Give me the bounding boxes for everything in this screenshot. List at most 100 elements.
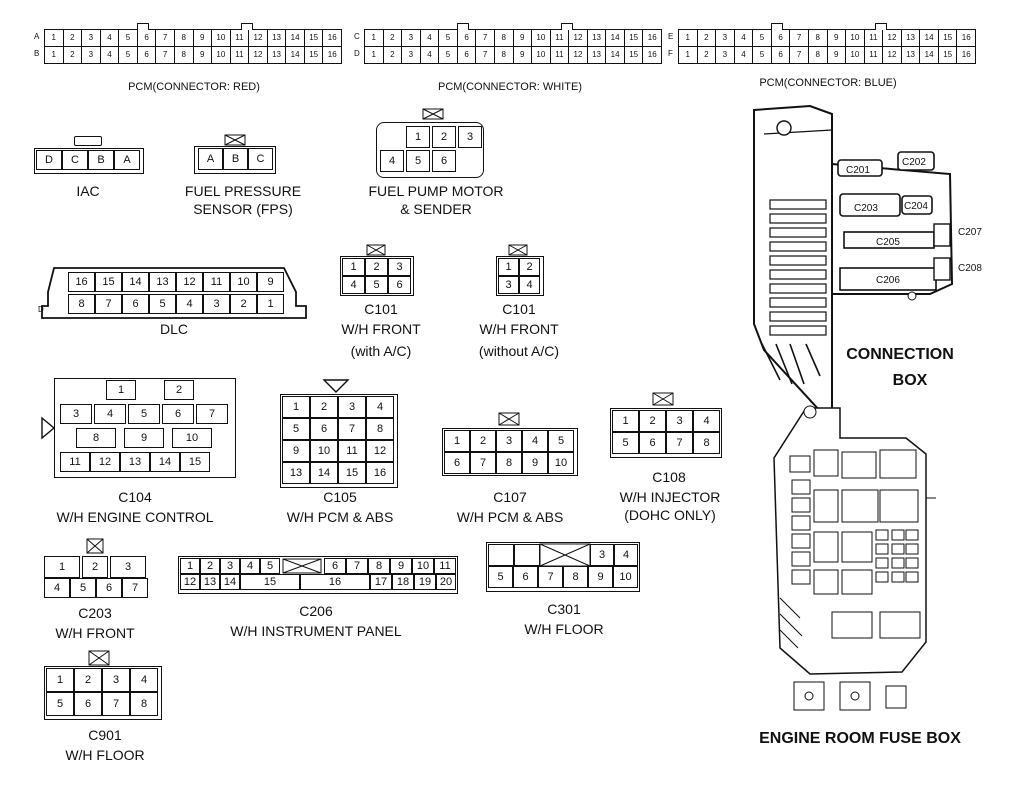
pin-cell: 4 — [130, 668, 158, 692]
pcm-pin: 12 — [568, 30, 587, 46]
pin-cell: 1 — [46, 668, 74, 692]
dlc-mark: D — [38, 305, 44, 314]
pcm-pin: 13 — [900, 30, 920, 46]
pin-cell: 7 — [538, 566, 563, 588]
pcm-pin: 12 — [882, 30, 901, 46]
pcm-pin: 10 — [211, 47, 230, 63]
blank-pin-cross-icon — [282, 558, 322, 574]
pcm-row-letter: E — [668, 32, 674, 41]
pin-cell: 11 — [338, 440, 366, 462]
pin-cell: 5 — [46, 692, 74, 716]
lock-tab-icon — [224, 134, 246, 146]
pin-cell: 12 — [176, 272, 203, 292]
pin-cell: 3 — [590, 544, 614, 566]
pcm-pin: 12 — [882, 47, 901, 63]
pcm-pin: 9 — [512, 30, 532, 46]
pcm-pin: 10 — [531, 30, 550, 46]
c203-name: C203 — [78, 605, 112, 621]
pin-cell: 8 — [366, 418, 394, 440]
pin-cell: 5 — [128, 404, 160, 424]
c101a-line2: W/H FRONT — [341, 321, 421, 337]
pin-cell: 8 — [563, 566, 588, 588]
pin-cell: 16 — [300, 574, 370, 590]
pcm-pin: 11 — [549, 47, 569, 63]
pin-cell: 19 — [414, 574, 436, 590]
pcm-pin: 13 — [900, 47, 920, 63]
pin-cell: 14 — [310, 462, 338, 484]
pcm-row-letter: F — [668, 49, 673, 58]
fuse-box-drawing — [773, 405, 936, 711]
pcm-pin: 15 — [937, 30, 957, 46]
c301-name: C301 — [547, 601, 581, 617]
pcm-pin: 4 — [99, 30, 119, 46]
c206-name: C206 — [299, 603, 333, 619]
pin-cell: C — [62, 150, 88, 170]
pin-cell: 14 — [220, 574, 240, 590]
lock-tab-icon — [366, 244, 386, 256]
conn-box-c202: C202 — [902, 157, 926, 168]
pin-cell: D — [36, 150, 62, 170]
pcm-pin: 7 — [789, 30, 808, 46]
pcm-pin: 15 — [303, 30, 323, 46]
c301-line2: W/H FLOOR — [524, 621, 604, 637]
pin-cell: 7 — [346, 558, 368, 574]
pcm-pin: 14 — [285, 30, 304, 46]
pin-cell: 8 — [68, 294, 95, 314]
c105-name: C105 — [323, 489, 357, 505]
lock-tab-icon — [88, 650, 110, 666]
pcm-pin: 9 — [192, 47, 212, 63]
pin-cell: 1 — [44, 556, 80, 578]
pin-cell: 20 — [436, 574, 456, 590]
pcm-pin: 12 — [568, 47, 587, 63]
pcm-pin: 11 — [863, 47, 883, 63]
pin-cell: 13 — [282, 462, 310, 484]
pcm-pin: 12 — [248, 30, 267, 46]
pcm-pin: 5 — [438, 47, 457, 63]
pcm-pin: 2 — [382, 47, 402, 63]
pin-cell: 15 — [180, 452, 210, 472]
pcm-pin: 2 — [62, 30, 82, 46]
fps-label-line1: FUEL PRESSURE — [184, 183, 302, 199]
pcm-pin: 11 — [549, 30, 569, 46]
pin-cell: 4 — [94, 404, 126, 424]
pcm-pin: 7 — [155, 30, 174, 46]
pin-cell: 2 — [365, 258, 388, 276]
pin-cell: 15 — [338, 462, 366, 484]
pin-cell: 4 — [614, 544, 638, 566]
fps-label-line2: SENSOR (FPS) — [193, 201, 293, 217]
pcm-pin: 5 — [752, 30, 771, 46]
pin-cell: 2 — [310, 396, 338, 418]
lock-tab-icon — [498, 412, 520, 426]
pin-cell: 8 — [496, 452, 522, 474]
c901-line2: W/H FLOOR — [65, 747, 145, 763]
pin-cell: 1 — [106, 380, 136, 400]
pcm-pin: 14 — [605, 30, 624, 46]
pcm-pin: 1 — [371, 33, 376, 42]
pcm-pin: 10 — [845, 30, 864, 46]
pcm-pin: 8 — [173, 30, 193, 46]
pcm-white-label: PCM(CONNECTOR: WHITE) — [437, 81, 582, 93]
pin-cell: 8 — [693, 432, 720, 454]
pcm-pin: 3 — [81, 47, 100, 63]
pin-cell: 14 — [150, 452, 180, 472]
pcm-pin: 2 — [382, 30, 402, 46]
pin-cell: 1 — [180, 558, 200, 574]
pin-cell: 1 — [342, 258, 365, 276]
pcm-pin: 4 — [99, 47, 119, 63]
c104-line2: W/H ENGINE CONTROL — [56, 509, 214, 525]
c105-line2: W/H PCM & ABS — [286, 509, 394, 525]
pin-cell: 11 — [60, 452, 90, 472]
pin-cell: 3 — [60, 404, 92, 424]
pin-cell: 1 — [444, 430, 470, 452]
pcm-pin: 6 — [136, 30, 156, 46]
pin-cell: 3 — [338, 396, 366, 418]
pin-cell: 13 — [120, 452, 150, 472]
pin-cell: 11 — [203, 272, 230, 292]
pin-cell: 7 — [122, 578, 148, 598]
